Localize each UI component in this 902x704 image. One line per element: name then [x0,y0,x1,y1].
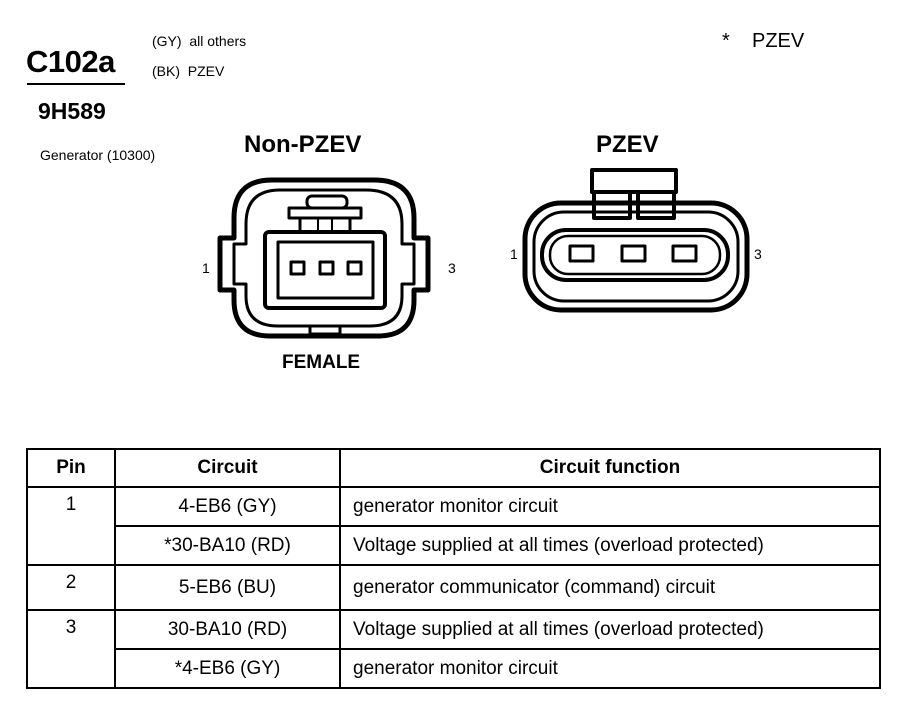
pzev-connector-face [522,168,750,313]
part-number: 9H589 [38,98,106,124]
connector-diagrams [217,168,750,339]
color-code: (GY) [152,33,182,49]
view-title-pzev: PZEV [596,131,659,158]
connector-id-underline [27,83,125,85]
component-name: Generator (10300) [40,147,156,163]
pin-cell: 2 [26,564,116,611]
circuit-cell: 4-EB6 (GY) [114,486,341,527]
color-code-desc: PZEV [187,63,225,79]
circuit-function-cell: Voltage supplied at all times (overload … [339,525,881,566]
circuit-function-cell: generator communicator (command) circuit [339,564,881,611]
column-header-circuit: Circuit [114,448,341,488]
legend: * PZEV [722,30,804,53]
non-pzev-connector-face [217,177,431,339]
view-title-non-pzev: Non-PZEV [244,131,362,158]
table-header-row: Pin Circuit Circuit function [26,448,881,488]
column-header-pin: Pin [26,448,116,488]
table-row: 2 5-EB6 (BU) generator communicator (com… [26,564,881,611]
circuit-cell: *4-EB6 (GY) [114,648,341,689]
color-code-gy: (GY) all others [152,33,246,49]
pin-table: Pin Circuit Circuit function 1 4-EB6 (GY… [26,448,881,689]
table-row: *4-EB6 (GY) generator monitor circuit [27,648,881,689]
pin-cell: 1 [26,486,116,566]
circuit-function-cell: Voltage supplied at all times (overload … [339,609,881,650]
legend-symbol: * [722,30,730,52]
circuit-cell: 30-BA10 (RD) [114,609,341,650]
column-header-circuit-function: Circuit function [339,448,881,488]
non-pzev-pin-1-label: 1 [202,260,210,276]
color-code-desc: all others [189,33,247,49]
circuit-cell: *30-BA10 (RD) [114,525,341,566]
table-row: 1 4-EB6 (GY) generator monitor circuit [26,486,881,566]
circuit-function-cell: generator monitor circuit [339,648,881,689]
circuit-cell: 5-EB6 (BU) [114,564,341,611]
gender-label: FEMALE [282,352,361,373]
table-row: *30-BA10 (RD) Voltage supplied at all ti… [27,525,881,566]
table-row: 3 30-BA10 (RD) Voltage supplied at all t… [26,609,881,689]
pzev-pin-3-label: 3 [754,246,762,262]
color-code: (BK) [152,63,180,79]
pin-cell: 3 [26,609,116,689]
connector-id: C102a [26,44,115,79]
non-pzev-pin-3-label: 3 [448,260,456,276]
color-code-bk: (BK) PZEV [152,63,224,79]
legend-meaning: PZEV [752,30,805,52]
circuit-function-cell: generator monitor circuit [339,486,881,527]
pzev-pin-1-label: 1 [510,246,518,262]
